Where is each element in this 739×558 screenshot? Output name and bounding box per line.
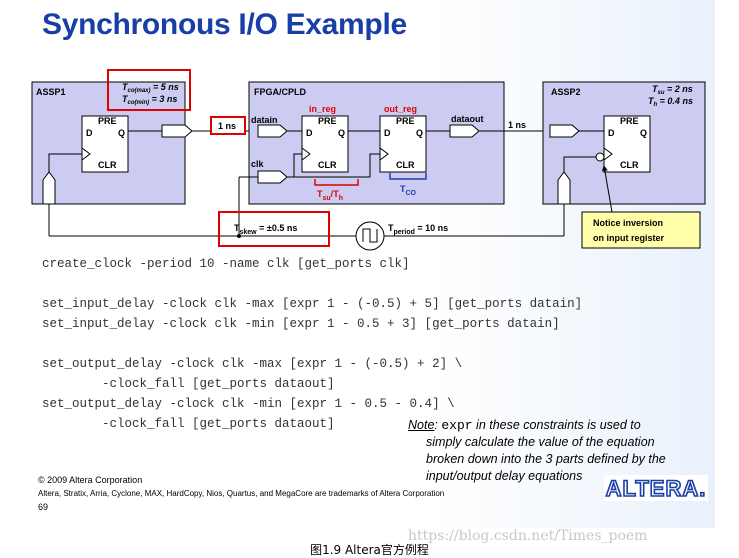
svg-text:ALTERA.: ALTERA. <box>606 476 707 501</box>
slide-title: Synchronous I/O Example <box>42 8 407 41</box>
fpga-block <box>248 81 505 205</box>
tskew-label: Tskew = ±0.5 ns <box>234 223 297 236</box>
watermark: https://blog.csdn.net/Times_poem <box>408 528 648 544</box>
tsu-th-bracket <box>314 179 359 186</box>
dataout-label: dataout <box>451 114 484 124</box>
svg-text:PRE: PRE <box>620 116 639 126</box>
delay-out-label: 1 ns <box>508 120 526 130</box>
svg-text:Q: Q <box>118 128 125 138</box>
assp1-clk-buffer <box>42 171 56 205</box>
dataout-buffer <box>449 124 480 138</box>
notice-line1: Notice inversion <box>593 218 663 228</box>
out-reg-label: out_reg <box>384 104 417 114</box>
assp2-label: ASSP2 <box>551 87 581 97</box>
trademark-notice: Altera, Stratix, Arria, Cyclone, MAX, Ha… <box>38 489 445 498</box>
inversion-bubble <box>595 152 605 162</box>
out-reg-flipflop: PRE D Q CLR <box>379 115 427 173</box>
clk-label: clk <box>251 159 265 169</box>
th-text: Th = 0.4 ns <box>648 96 693 108</box>
note-text: Note: expr in these constraints is used … <box>408 418 666 483</box>
svg-text:CLR: CLR <box>318 160 337 170</box>
svg-text:D: D <box>608 128 615 138</box>
svg-text:CLR: CLR <box>98 160 117 170</box>
in-reg-flipflop: PRE D Q CLR <box>301 115 349 173</box>
svg-text:PRE: PRE <box>98 116 117 126</box>
svg-text:D: D <box>306 128 313 138</box>
tco-max-text: Tco(max) = 5 ns <box>122 82 179 94</box>
in-reg-label: in_reg <box>309 104 336 114</box>
svg-text:Q: Q <box>640 128 647 138</box>
tco-min-text: Tco(min) = 3 ns <box>122 94 177 106</box>
assp1-out-buffer <box>161 124 193 138</box>
code-line-output-max: set_output_delay -clock clk -max [expr 1… <box>42 357 463 371</box>
svg-text:CLR: CLR <box>396 160 415 170</box>
svg-text:PRE: PRE <box>396 116 415 126</box>
copyright: © 2009 Altera Corporation <box>38 475 143 485</box>
notice-line2: on input register <box>593 233 665 243</box>
tskew-highlight <box>218 211 330 247</box>
tsu-text: Tsu = 2 ns <box>652 84 693 96</box>
assp2-flipflop: PRE D Q CLR <box>603 115 651 173</box>
svg-text:D: D <box>86 128 93 138</box>
figure-caption: 图1.9 Altera官方例程 <box>310 543 429 557</box>
tperiod-label: Tperiod = 10 ns <box>388 223 448 236</box>
tsu-th-label: Tsu/Th <box>317 189 343 202</box>
assp2-clk-buffer <box>557 171 571 205</box>
delay-in-box <box>210 116 246 135</box>
svg-text:CLR: CLR <box>620 160 639 170</box>
code-line-create-clock: create_clock -period 10 -name clk [get_p… <box>42 257 410 271</box>
notice-callout <box>581 211 701 249</box>
altera-logo: ALTERA. <box>604 475 708 501</box>
assp1-flipflop: PRE D Q CLR <box>81 115 129 173</box>
datain-label: datain <box>251 115 278 125</box>
note-code-word: expr <box>441 418 473 433</box>
timing-diagram: ASSP1 Tco(max) = 5 ns Tco(min) = 3 ns PR… <box>31 69 706 251</box>
code-line-output-max-cont: -clock_fall [get_ports dataout] <box>42 377 335 391</box>
note-label: Note <box>408 418 435 432</box>
tco-label: TCO <box>400 184 417 197</box>
svg-text:Q: Q <box>416 128 423 138</box>
clk-buffer <box>257 170 288 184</box>
code-line-output-min-cont: -clock_fall [get_ports dataout] <box>42 417 335 431</box>
delay-in-label: 1 ns <box>218 121 236 131</box>
code-line-input-min: set_input_delay -clock clk -min [expr 1 … <box>42 317 560 331</box>
datain-buffer <box>257 124 288 138</box>
tco-bracket <box>389 173 427 180</box>
assp1-label: ASSP1 <box>36 87 66 97</box>
fpga-label: FPGA/CPLD <box>254 87 307 97</box>
svg-text:D: D <box>384 128 391 138</box>
slide: Synchronous I/O Example ASSP1 Tco(max) =… <box>12 0 715 528</box>
page-number: 69 <box>38 502 49 512</box>
assp2-in-buffer <box>549 124 580 138</box>
code-line-input-max: set_input_delay -clock clk -max [expr 1 … <box>42 297 583 311</box>
svg-text:PRE: PRE <box>318 116 337 126</box>
tco-highlight <box>107 69 191 111</box>
code-line-output-min: set_output_delay -clock clk -min [expr 1… <box>42 397 455 411</box>
svg-text:Q: Q <box>338 128 345 138</box>
